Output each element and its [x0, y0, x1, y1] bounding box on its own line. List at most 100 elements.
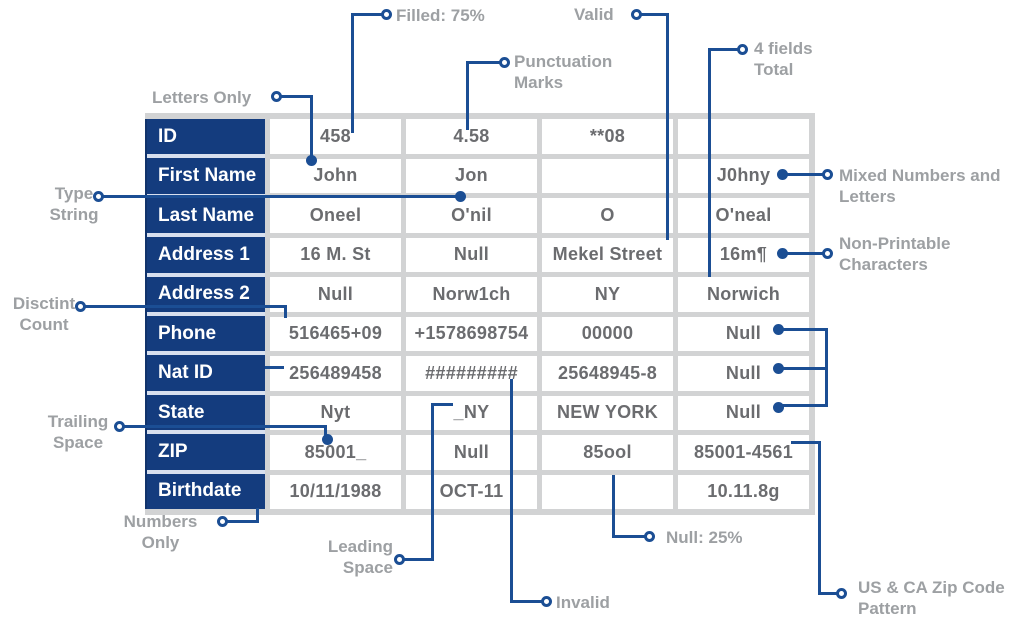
row-header-phone: Phone — [147, 312, 265, 351]
non-printable-ring-icon — [822, 248, 833, 259]
null-state-dot-icon — [773, 402, 784, 413]
connector-null-group-v — [825, 328, 828, 407]
cell-r1-c0: John — [270, 158, 401, 193]
label-filled-percent: Filled: 75% — [396, 6, 485, 25]
cell-r3-c2: Mekel Street — [542, 237, 673, 272]
connector-punctuation-v — [466, 61, 469, 130]
row-header-address-2: Address 2 — [147, 272, 265, 312]
cell-r5-c3: Null — [678, 316, 809, 351]
label-four-fields-total: 4 fields Total — [754, 39, 813, 79]
type-string-ring-icon — [93, 191, 104, 202]
cell-r4-c1: Norw1ch — [406, 277, 537, 312]
connector-trailing-space-v — [324, 425, 327, 437]
cell-r0-c2: **08 — [542, 119, 673, 154]
cell-r7-c1: _NY — [406, 395, 537, 430]
connector-letters-only-v — [310, 95, 313, 158]
trailing-space-ring-icon — [114, 421, 125, 432]
row-header-birthdate: Birthdate — [147, 469, 265, 509]
connector-leading-space-v — [431, 403, 434, 561]
connector-type-string-h — [102, 195, 459, 198]
row-header-address-1: Address 1 — [147, 233, 265, 272]
row-header-first-name: First Name — [147, 154, 265, 193]
null-phone-dot-icon — [773, 324, 784, 335]
cell-r8-c2: 85ool — [542, 435, 673, 470]
connector-four-fields-v — [708, 48, 711, 277]
type-string-dot-icon — [455, 191, 466, 202]
label-distinct-count: Disctint Count — [12, 294, 76, 334]
cell-r2-c2: O — [542, 198, 673, 233]
connector-four-fields-h — [708, 48, 740, 51]
cell-r3-c1: Null — [406, 237, 537, 272]
cell-r7-c3: Null — [678, 395, 809, 430]
connector-valid-v — [666, 13, 669, 240]
cell-r8-c1: Null — [406, 435, 537, 470]
cell-r9-c3: 10.11.8g — [678, 474, 809, 509]
connector-distinct-count-v — [284, 305, 287, 318]
connector-numbers-only-h — [226, 520, 259, 523]
cell-r5-c1: +1578698754 — [406, 316, 537, 351]
connector-filled-v — [351, 13, 354, 133]
connector-invalid-v — [510, 379, 513, 603]
cell-r0-c1: 4.58 — [406, 119, 537, 154]
cell-r4-c3: Norwich — [678, 277, 809, 312]
letters-only-ring-icon — [271, 91, 282, 102]
label-us-ca-zip-pattern: US & CA Zip Code Pattern — [858, 578, 1005, 618]
label-punctuation-marks: Punctuation Marks — [514, 52, 613, 92]
connector-null-percent-v — [612, 475, 615, 538]
cell-r8-c3: 85001-4561 — [678, 435, 809, 470]
cell-r7-c2: NEW YORK — [542, 395, 673, 430]
cell-r6-c3: Null — [678, 356, 809, 391]
null-percent-ring-icon — [644, 531, 655, 542]
connector-non-printable-h — [786, 252, 824, 255]
cell-r9-c2 — [542, 474, 673, 509]
connector-numbers-only-v — [256, 508, 259, 523]
connector-null-group-mid — [782, 367, 828, 370]
cell-r2-c1: O'nil — [406, 198, 537, 233]
cell-r1-c1: Jon — [406, 158, 537, 193]
cell-r0-c0: 458 — [270, 119, 401, 154]
four-fields-ring-icon — [737, 44, 748, 55]
cell-r9-c0: 10/11/1988 — [270, 474, 401, 509]
null-natid-dot-icon — [773, 363, 784, 374]
label-trailing-space: Trailing Space — [47, 412, 109, 452]
cell-r4-c0: Null — [270, 277, 401, 312]
connector-null-group-bottom — [782, 404, 828, 407]
connector-punctuation-h — [466, 61, 502, 64]
row-header-zip: ZIP — [147, 430, 265, 469]
cell-r2-c3: O'neal — [678, 198, 809, 233]
cell-r9-c1: OCT-11 — [406, 474, 537, 509]
punctuation-ring-icon — [499, 57, 510, 68]
us-ca-zip-ring-icon — [836, 588, 847, 599]
cell-r6-c2: 25648945-8 — [542, 356, 673, 391]
connector-filled-h — [351, 13, 384, 16]
distinct-count-ring-icon — [75, 301, 86, 312]
cell-r6-c0: 256489458 — [270, 356, 401, 391]
row-header-state: State — [147, 390, 265, 430]
cell-r8-c0: 85001_ — [270, 435, 401, 470]
valid-ring-icon — [631, 9, 642, 20]
numbers-only-ring-icon — [217, 516, 228, 527]
connector-us-ca-zip-h2 — [821, 592, 839, 595]
connector-natid-leader — [265, 366, 284, 369]
filled-ring-icon — [381, 9, 392, 20]
cell-r6-c1: ######### — [406, 356, 537, 391]
connector-null-percent-h — [614, 535, 647, 538]
label-leading-space: Leading Space — [327, 537, 393, 577]
connector-valid-h — [640, 13, 669, 16]
invalid-ring-icon — [541, 596, 552, 607]
label-type-string: Type String — [49, 184, 99, 224]
label-valid: Valid — [574, 5, 614, 24]
cell-r5-c2: 00000 — [542, 316, 673, 351]
connector-leading-space-hook — [431, 403, 453, 406]
label-non-printable: Non-Printable Characters — [839, 234, 951, 274]
connector-invalid-h — [513, 600, 544, 603]
trailing-space-dot-icon — [322, 434, 333, 445]
row-header-id: ID — [158, 125, 177, 147]
label-letters-only: Letters Only — [152, 88, 252, 107]
connector-us-ca-zip-h1 — [791, 441, 819, 444]
cell-r2-c0: Oneel — [270, 198, 401, 233]
